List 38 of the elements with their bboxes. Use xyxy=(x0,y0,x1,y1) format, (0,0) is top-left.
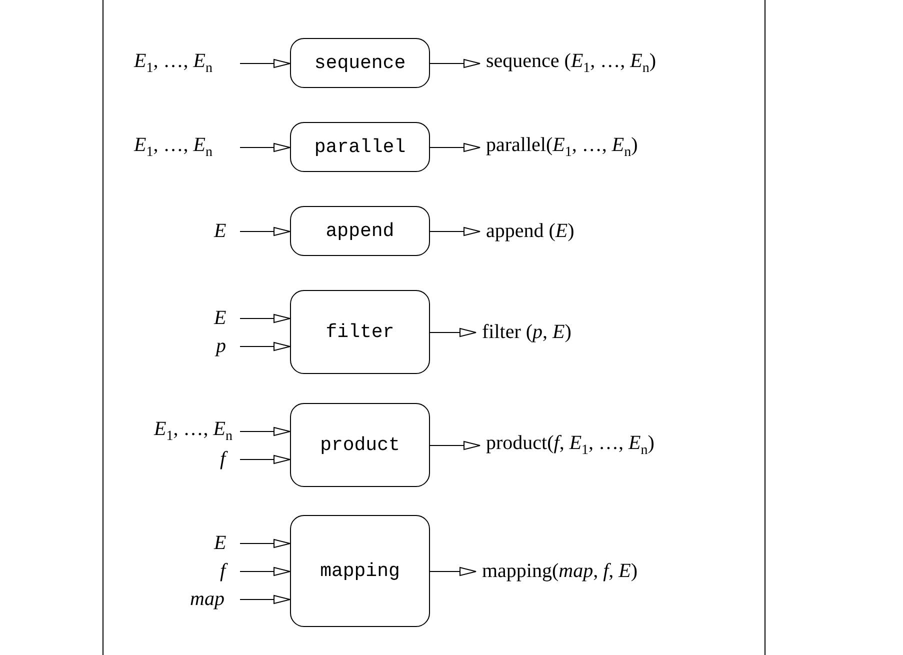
arrow xyxy=(240,567,290,576)
arrow xyxy=(240,595,290,604)
arrow xyxy=(430,59,480,68)
output-label: sequence (E$_{1}$, …, E$_{n}$) xyxy=(486,50,656,76)
arrow xyxy=(240,342,290,351)
arrow xyxy=(240,455,290,464)
output-label: parallel(E$_{1}$, …, E$_{n}$) xyxy=(486,134,638,160)
input-label: f xyxy=(220,448,226,470)
arrow xyxy=(240,539,290,548)
input-label: E xyxy=(214,532,226,554)
input-label: E$_{1}$, …, E$_{n}$ xyxy=(154,418,232,444)
arrow xyxy=(240,314,290,323)
arrow xyxy=(240,59,290,68)
function-box: mapping xyxy=(290,515,430,627)
arrow xyxy=(240,143,290,152)
arrow xyxy=(430,227,480,236)
input-label: E$_{1}$, …, E$_{n}$ xyxy=(134,50,212,76)
arrow xyxy=(430,143,480,152)
input-label: p xyxy=(216,334,226,358)
arrow xyxy=(240,227,290,236)
output-label: filter (p, E) xyxy=(482,320,572,344)
output-label: mapping(map, f, E) xyxy=(482,560,638,582)
input-label: map xyxy=(190,588,224,610)
function-box: append xyxy=(290,206,430,256)
function-box: sequence xyxy=(290,38,430,88)
arrow xyxy=(430,441,480,450)
output-label: product(f, E$_{1}$, …, E$_{n}$) xyxy=(486,432,654,458)
function-box: filter xyxy=(290,290,430,374)
arrow xyxy=(430,567,476,576)
function-box: product xyxy=(290,403,430,487)
input-label: E xyxy=(214,220,226,242)
arrow xyxy=(430,328,476,337)
arrow xyxy=(240,427,290,436)
input-label: E xyxy=(214,306,226,330)
function-box: parallel xyxy=(290,122,430,172)
output-label: append (E) xyxy=(486,220,574,242)
input-label: E$_{1}$, …, E$_{n}$ xyxy=(134,134,212,160)
input-label: f xyxy=(220,560,226,582)
